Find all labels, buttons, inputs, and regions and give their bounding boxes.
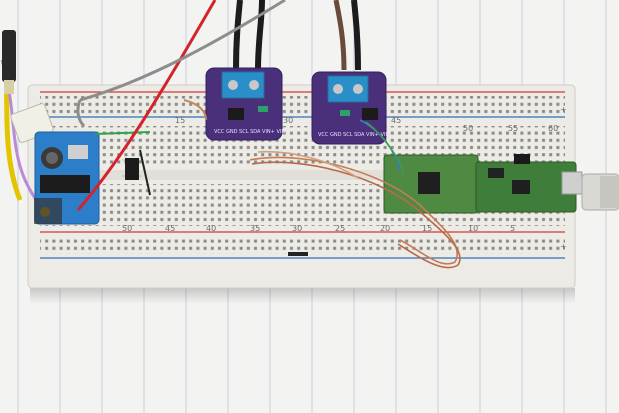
col-num-bottom: 10	[468, 224, 478, 233]
col-num-bottom: 15	[422, 224, 432, 233]
green-jumper	[94, 131, 151, 135]
usb-port	[561, 171, 583, 195]
col-num-bottom: 50	[122, 224, 132, 233]
col-num-bottom: 5	[510, 224, 515, 233]
jumper-cap	[514, 154, 530, 164]
col-num-bottom: 30	[292, 224, 302, 233]
col-num-bottom: 40	[206, 224, 216, 233]
col-num-bottom: 45	[165, 224, 175, 233]
column-numbers-bottom: 50 45 40 35 30 25 20 15 10 5	[122, 224, 515, 233]
overhead-cables	[76, 0, 286, 211]
col-num-top: 60	[548, 124, 558, 133]
col-num-top: 50	[463, 124, 473, 133]
ic-chip	[122, 158, 142, 180]
svg-text:+: +	[560, 242, 567, 251]
svg-text:+: +	[560, 105, 567, 114]
col-num-bottom: 35	[250, 224, 260, 233]
power-module	[34, 131, 100, 225]
left-wires	[0, 30, 42, 206]
col-num-bottom: 25	[335, 224, 345, 233]
col-num-top: 15	[175, 116, 185, 125]
bottom-jumper	[288, 252, 308, 256]
sensor-right-pin-labels: VCC GND SCL SDA VIN+ VIN-	[318, 132, 391, 138]
twisted-wires	[249, 119, 461, 269]
col-num-top: 30	[283, 116, 293, 125]
black-jumper	[139, 149, 151, 196]
usb-cable	[581, 173, 619, 211]
col-num-bottom: 20	[380, 224, 390, 233]
col-num-top: 55	[508, 124, 518, 133]
sensor-board-left: VCC GND SCL SDA VIN+ VIN-	[205, 0, 287, 141]
sensor-left-pin-labels: VCC GND SCL SDA VIN+ VIN-	[214, 129, 287, 135]
sensor-board-right: VCC GND SCL SDA VIN+ VIN-	[311, 0, 391, 145]
col-num-top: 45	[391, 116, 401, 125]
microcontroller-board	[383, 154, 583, 214]
